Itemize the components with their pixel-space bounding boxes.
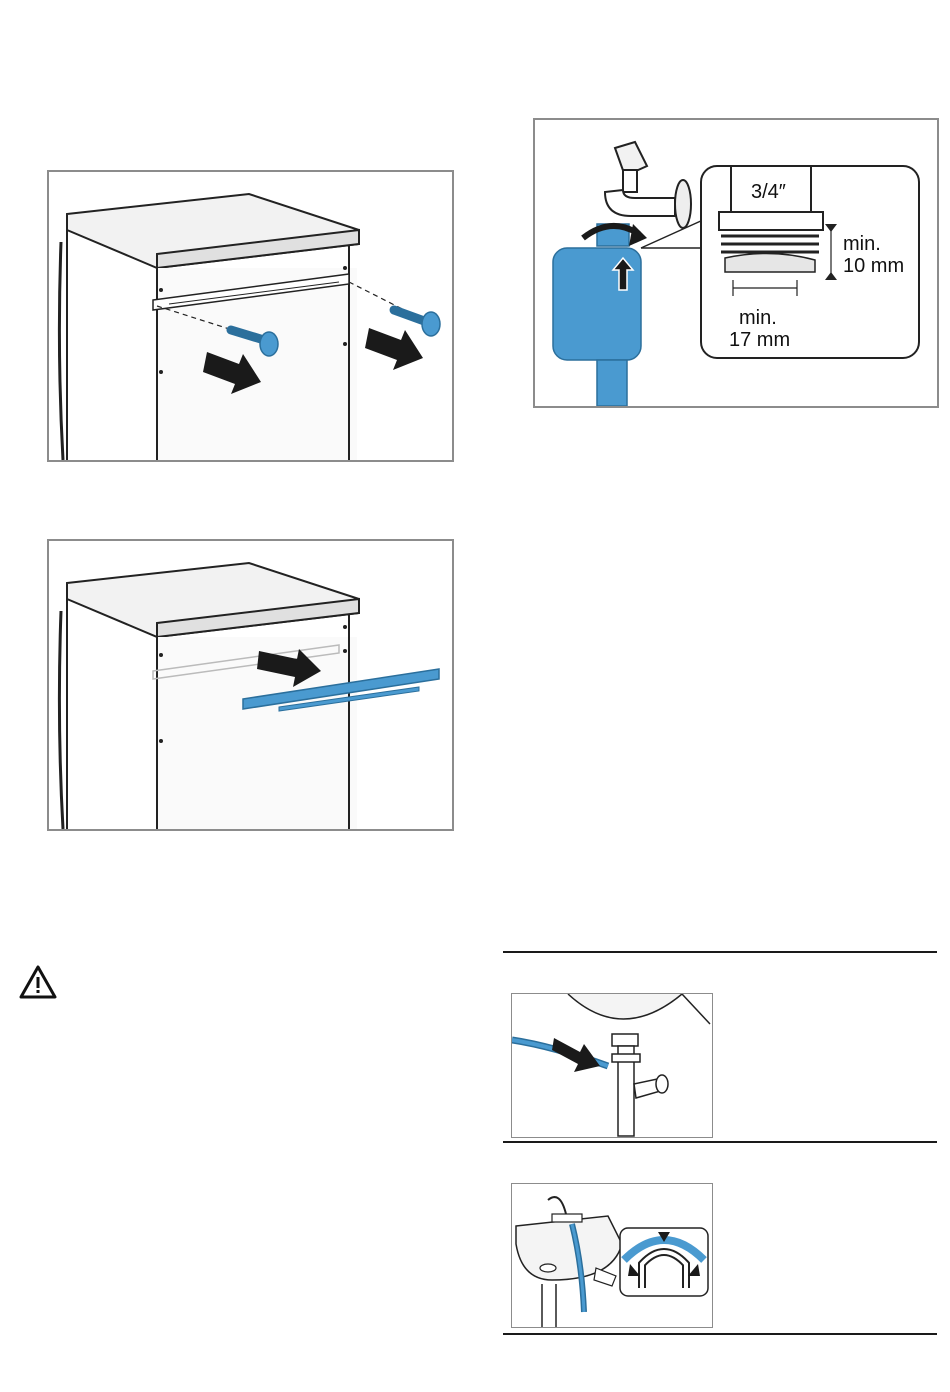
figure-insert-rail bbox=[47, 539, 454, 831]
table-rule-bottom bbox=[503, 1333, 937, 1335]
figure-tap-connection: 3/4″ min. 10 mm min. 17 mm bbox=[533, 118, 939, 408]
appliance-back-screws-illustration bbox=[49, 172, 452, 460]
width-value-label: 17 mm bbox=[729, 329, 790, 351]
figure-sink-hose bbox=[511, 1183, 713, 1328]
tap-hose-illustration: 3/4″ min. 10 mm min. 17 mm bbox=[535, 120, 937, 406]
appliance-back-rail-illustration bbox=[49, 541, 452, 829]
fraction-label: 3/4″ bbox=[751, 181, 786, 203]
figure-remove-screws bbox=[47, 170, 454, 462]
sink-hose-illustration bbox=[512, 1184, 712, 1327]
siphon-hose-illustration bbox=[512, 994, 712, 1137]
table-rule-middle bbox=[503, 1141, 937, 1143]
height-min-label: min. bbox=[843, 233, 881, 255]
height-value-label: 10 mm bbox=[843, 255, 904, 277]
figure-drain-siphon bbox=[511, 993, 713, 1138]
width-min-label: min. bbox=[739, 307, 777, 329]
warning-triangle-icon bbox=[18, 964, 58, 1000]
table-rule-top bbox=[503, 951, 937, 953]
